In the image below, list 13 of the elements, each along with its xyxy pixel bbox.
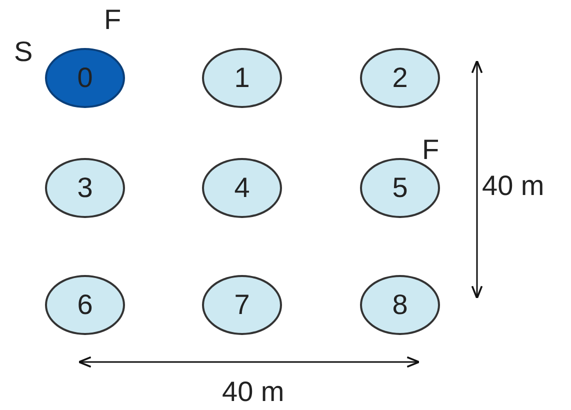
circle-node: 4	[202, 158, 282, 218]
dimension-label: 40 m	[482, 172, 544, 200]
circle-node: 3	[45, 158, 125, 218]
circle-node: 5	[360, 158, 440, 218]
circle-node: 1	[202, 48, 282, 108]
dimension-label: 40 m	[222, 378, 284, 406]
circle-node: 0	[45, 48, 125, 108]
circle-node: 2	[360, 48, 440, 108]
circle-node: 6	[45, 275, 125, 335]
circle-node: 8	[360, 275, 440, 335]
node-tag: S	[14, 38, 33, 66]
circle-node: 7	[202, 275, 282, 335]
node-tag: F	[104, 6, 122, 34]
